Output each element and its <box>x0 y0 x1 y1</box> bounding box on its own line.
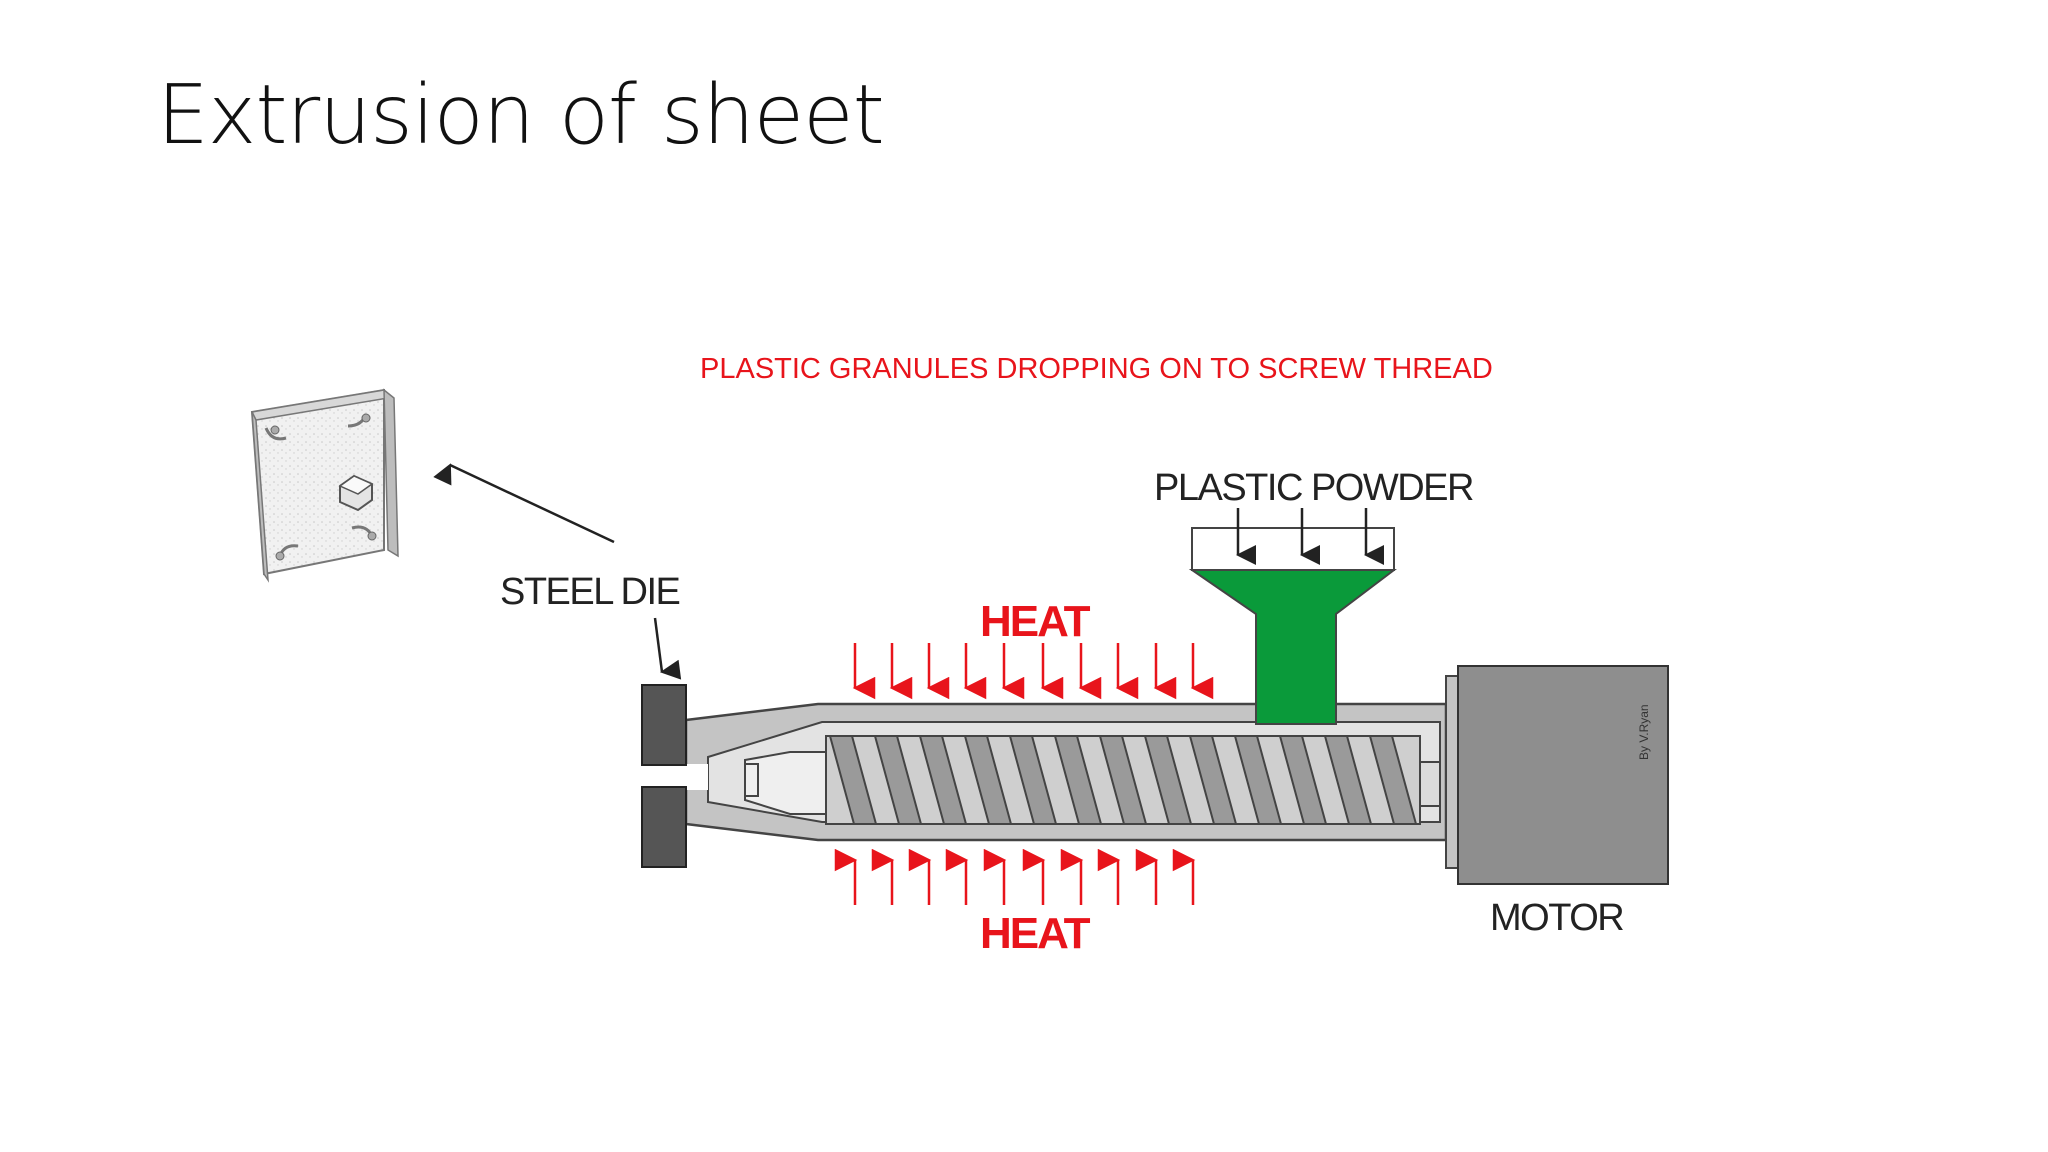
heat-arrows-bottom <box>834 848 1196 905</box>
die-pointer-arrow <box>433 463 615 544</box>
heat-arrows-top <box>852 643 1214 700</box>
slide-title: Extrusion of sheet <box>157 68 885 163</box>
steel-die-arrow <box>653 617 682 680</box>
credit-label: By V.Ryan <box>1637 704 1651 760</box>
motor: By V.Ryan <box>1457 665 1669 885</box>
hopper <box>1188 508 1397 725</box>
die-block-illustration <box>250 388 399 583</box>
steel-die <box>641 684 687 868</box>
screw <box>744 735 1441 825</box>
caption-top: PLASTIC GRANULES DROPPING ON TO SCREW TH… <box>700 353 1493 385</box>
motor-label: MOTOR <box>1490 897 1623 939</box>
heat-top-label: HEAT <box>980 597 1091 646</box>
plastic-powder-label: PLASTIC POWDER <box>1154 467 1473 509</box>
steel-die-label: STEEL DIE <box>500 571 680 613</box>
heat-bottom-label: HEAT <box>980 909 1091 958</box>
